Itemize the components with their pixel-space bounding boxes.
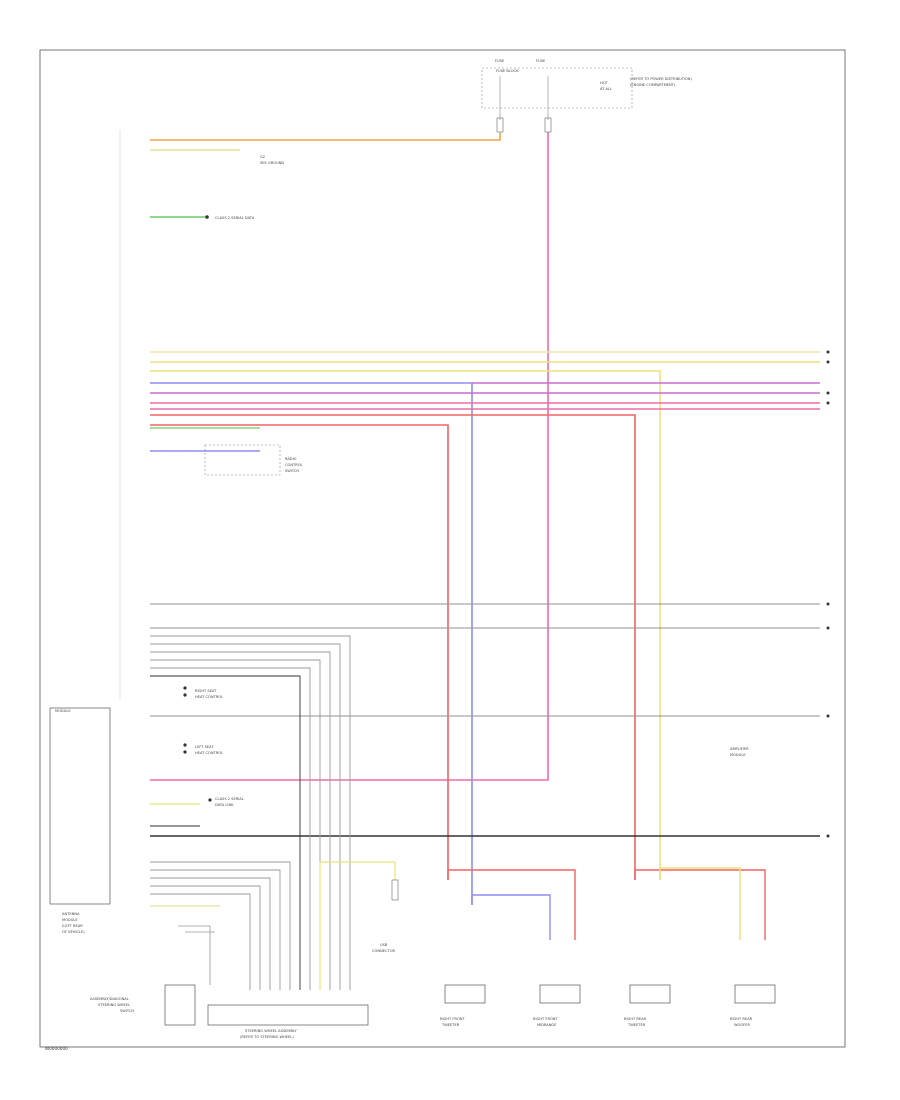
- svg-text:USB: USB: [380, 943, 388, 947]
- svg-text:CONNECTOR: CONNECTOR: [372, 949, 396, 953]
- svg-text:RIGHT SEAT: RIGHT SEAT: [195, 689, 217, 693]
- svg-text:CLASS 2 SERIAL DATA: CLASS 2 SERIAL DATA: [215, 216, 255, 220]
- speaker-rr-tweeter: RIGHT REAR TWEETER: [624, 867, 766, 1027]
- svg-text:MODULE: MODULE: [55, 709, 71, 713]
- bus-wires: [150, 351, 820, 905]
- multifunction-switch-box: ASSEMBLY/DIAGONAL STEERING WHEEL SWITCH: [90, 925, 215, 1026]
- svg-text:CLASS 2 SERIAL: CLASS 2 SERIAL: [215, 797, 244, 801]
- svg-text:G2: G2: [260, 155, 265, 159]
- wire-orange-power: [150, 132, 501, 141]
- svg-text:TWEETER: TWEETER: [627, 1023, 646, 1027]
- svg-text:FUSE: FUSE: [536, 59, 546, 63]
- svg-text:MIDRANGE: MIDRANGE: [537, 1023, 557, 1027]
- svg-text:CONTROL: CONTROL: [285, 463, 303, 467]
- svg-text:(LEFT REAR: (LEFT REAR: [62, 924, 83, 928]
- svg-text:RADIO: RADIO: [285, 457, 297, 461]
- svg-text:RIGHT REAR: RIGHT REAR: [624, 1017, 647, 1021]
- fuse-block-label: FUSE BLOCK: [496, 69, 519, 73]
- svg-text:RIGHT REAR: RIGHT REAR: [730, 1017, 753, 1021]
- clock-spring: STEERING WHEEL ASSEMBLY (REFER TO STEERI…: [207, 1004, 369, 1039]
- svg-text:SWITCH: SWITCH: [285, 469, 299, 473]
- svg-text:STEERING WHEEL ASSEMBLY: STEERING WHEEL ASSEMBLY: [245, 1029, 298, 1033]
- svg-text:(ENGINE COMPARTMENT): (ENGINE COMPARTMENT): [630, 83, 676, 87]
- speaker-rr-woofer: RIGHT REAR WOOFER: [730, 984, 776, 1027]
- right-edge-arrows: [826, 350, 830, 838]
- svg-text:WOOFER: WOOFER: [734, 1023, 751, 1027]
- svg-text:ASSEMBLY/DIAGONAL: ASSEMBLY/DIAGONAL: [90, 997, 129, 1001]
- gray-wires: [150, 603, 820, 837]
- svg-text:HEAT CONTROL: HEAT CONTROL: [195, 695, 223, 699]
- svg-text:SWITCH: SWITCH: [120, 1009, 134, 1013]
- svg-text:MODULE: MODULE: [62, 918, 78, 922]
- steering-harness-wires: [150, 635, 351, 990]
- infotainment-module-box: MODULE ANTENNA MODULE (LEFT REAR OF VEHI…: [49, 707, 111, 934]
- svg-text:TWEETER: TWEETER: [441, 1023, 460, 1027]
- svg-text:AT ALL: AT ALL: [600, 87, 612, 91]
- svg-text:AMPLIFIER: AMPLIFIER: [730, 747, 749, 751]
- svg-text:STEERING WHEEL: STEERING WHEEL: [98, 1003, 130, 1007]
- svg-text:OF VEHICLE): OF VEHICLE): [62, 930, 85, 934]
- svg-text:ANTENNA: ANTENNA: [62, 912, 80, 916]
- svg-text:RIGHT FRONT: RIGHT FRONT: [440, 1017, 465, 1021]
- svg-text:FUSE: FUSE: [495, 59, 505, 63]
- svg-text:MODULE: MODULE: [730, 753, 746, 757]
- svg-text:HEAT CONTROL: HEAT CONTROL: [195, 751, 223, 755]
- svg-text:SEE GROUND: SEE GROUND: [260, 161, 284, 165]
- figure-id: W0000000: [45, 1046, 68, 1051]
- speaker-rf-midrange: RIGHT FRONT MIDRANGE: [533, 984, 581, 1027]
- wire-pink-power: [150, 132, 549, 781]
- fuse-note: (REFER TO POWER DISTRIBUTION): [630, 77, 693, 81]
- svg-text:LEFT SEAT: LEFT SEAT: [195, 745, 214, 749]
- fuse-block: FUSE FUSE FUSE BLOCK HOT AT ALL (REFER T…: [481, 59, 693, 133]
- svg-text:DATA LINK: DATA LINK: [215, 803, 234, 807]
- svg-text:HOT: HOT: [600, 81, 609, 85]
- speaker-rf-tweeter: RIGHT FRONT TWEETER: [440, 869, 576, 1027]
- svg-text:RIGHT FRONT: RIGHT FRONT: [533, 1017, 558, 1021]
- svg-text:(REFER TO STEERING WHEEL): (REFER TO STEERING WHEEL): [240, 1035, 294, 1039]
- diagram-frame: [39, 49, 846, 1048]
